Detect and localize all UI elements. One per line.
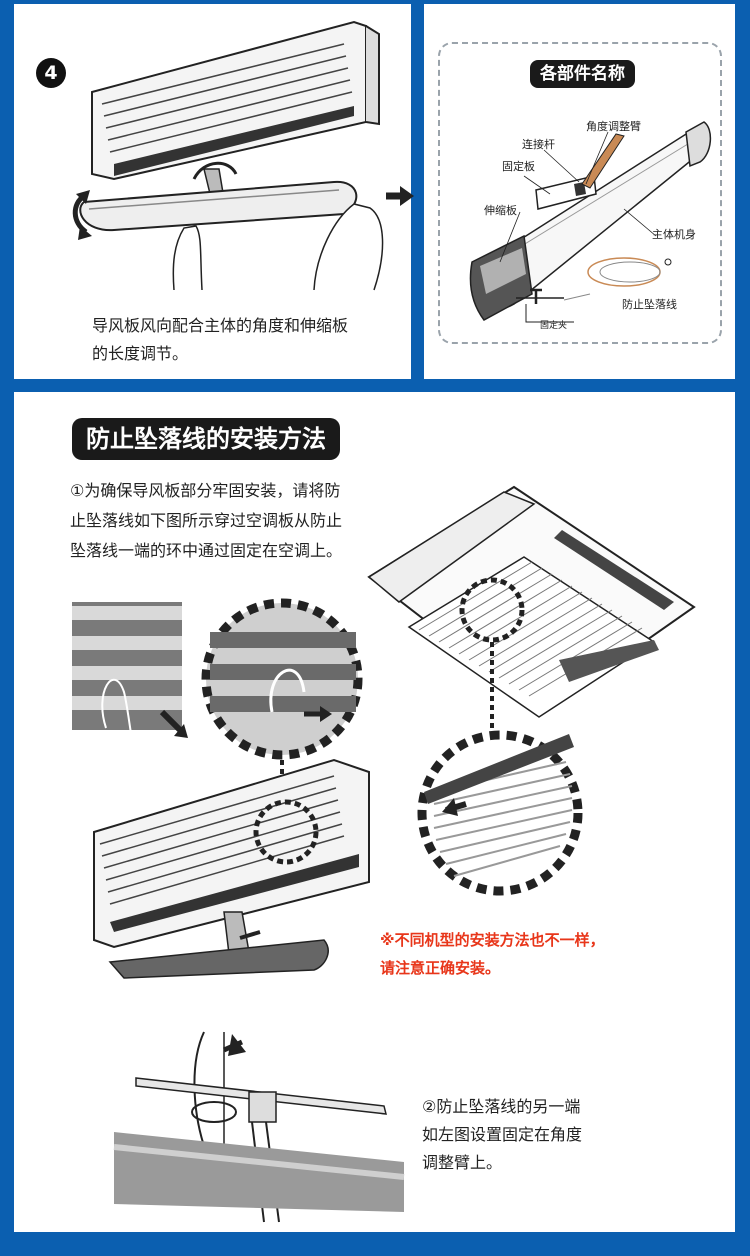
deflector-parts-diagram (469, 121, 712, 323)
step4-caption-line2: 的长度调节。 (92, 344, 189, 363)
warning-note-line2: 请注意正确安装。 (380, 959, 501, 977)
parts-panel: 各部件名称 角度调整臂 连接杆 固定板 伸缩板 主体机身 防止坠落线 固定夹 (424, 4, 735, 379)
step2-line2: 如左图设置固定在角度 (422, 1125, 583, 1144)
ac-adjust-illustration (72, 20, 414, 291)
install-panel: 防止坠落线的安装方法 ①为确保导风板部分牢固安装，请将防 止坠落线如下图所示穿过… (14, 392, 735, 1232)
step2-line1: ②防止坠落线的另一端 (422, 1097, 581, 1116)
angle-arm-attach-illustration (113, 1031, 405, 1223)
parts-title: 各部件名称 (530, 60, 635, 88)
warning-note-line1: ※不同机型的安装方法也不一样， (380, 931, 605, 949)
installation-illustration (72, 485, 696, 979)
label-fixing-clip: 固定夹 (540, 321, 568, 331)
step1-line1: ①为确保导风板部分牢固安装，请将防 (70, 481, 341, 500)
step2-line3: 调整臂上。 (422, 1153, 503, 1172)
step4-panel: 4 导风板风向配合主体的角度和伸缩板 的长度调节。 (14, 4, 414, 379)
step1-line2: 止坠落线如下图所示穿过空调板从防止 (70, 511, 343, 530)
label-connector-rod: 连接杆 (522, 138, 555, 151)
step1-line3: 坠落线一端的环中通过固定在空调上。 (70, 541, 343, 560)
label-anti-fall-wire: 防止坠落线 (622, 298, 677, 311)
step-number-badge: 4 (36, 58, 66, 88)
label-telescopic-plate: 伸缩板 (484, 204, 517, 217)
label-main-body: 主体机身 (652, 228, 696, 241)
step4-caption-line1: 导风板风向配合主体的角度和伸缩板 (92, 316, 349, 335)
parts-frame (438, 42, 722, 344)
install-title: 防止坠落线的安装方法 (72, 418, 340, 460)
label-angle-arm: 角度调整臂 (586, 120, 641, 133)
label-fixing-plate: 固定板 (502, 160, 535, 173)
